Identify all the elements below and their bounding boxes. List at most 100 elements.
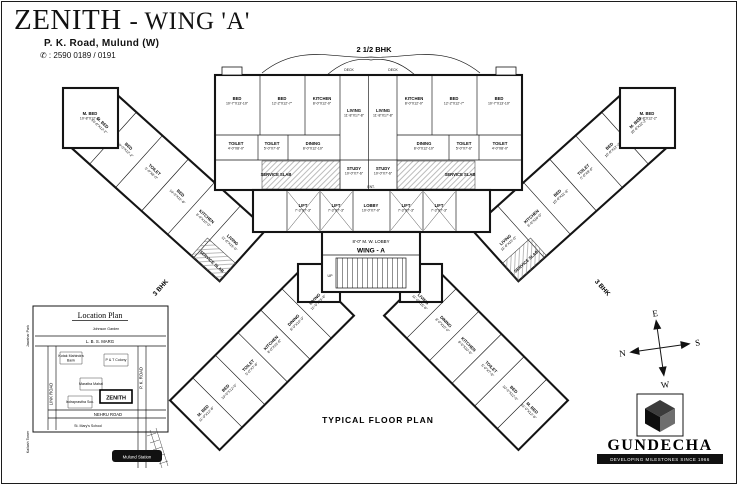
page-title: ZENITH - WING 'A' bbox=[14, 4, 250, 36]
compass-west: W bbox=[660, 379, 670, 390]
staircase bbox=[335, 257, 407, 289]
balcony-tab bbox=[495, 66, 517, 76]
road-label-nehru-road: NEHRU ROAD bbox=[94, 412, 122, 417]
inset-title: Location Plan bbox=[78, 311, 123, 320]
service-slab-hatch bbox=[191, 237, 237, 282]
compass-south: S bbox=[694, 337, 700, 348]
decorative-curve bbox=[261, 54, 481, 74]
room-label: SERVICE SLAB bbox=[261, 172, 292, 177]
zenith-marker-label: ZENITH bbox=[106, 396, 126, 402]
building-footprint bbox=[61, 54, 677, 452]
mw-lobby-label: 8'-0" M. W. LOBBY bbox=[352, 239, 389, 244]
road-label-link-road: LINK ROAD bbox=[49, 383, 54, 406]
room-label: P & T Colony bbox=[106, 358, 127, 362]
roads bbox=[35, 335, 166, 468]
phone-line: ✆ : 2590 0189 / 0191 bbox=[40, 51, 250, 60]
station-marker bbox=[112, 450, 162, 462]
service-slab-hatch bbox=[501, 237, 547, 282]
cube-right-face bbox=[660, 408, 675, 432]
deck-label: DECK bbox=[388, 68, 398, 72]
room-label: Jawahar Park bbox=[26, 325, 30, 347]
location-plan-inset: Location Plan L. B. S. MARG NEHRU ROAD L… bbox=[26, 305, 169, 469]
compass-north: N bbox=[618, 348, 626, 359]
cube-left-face bbox=[645, 408, 660, 432]
zenith-marker bbox=[99, 389, 133, 404]
unit-type-left: 3 BHK bbox=[152, 278, 170, 297]
tagline-band bbox=[597, 454, 723, 464]
room-label: Maratha Mahal bbox=[79, 382, 103, 386]
wing-title: - WING 'A' bbox=[129, 8, 250, 35]
lift-partitions bbox=[286, 190, 457, 232]
gundecha-logo: GUNDECHA DEVELOPING MILESTONES SINCE 196… bbox=[597, 393, 723, 464]
plan-caption: TYPICAL FLOOR PLAN bbox=[322, 415, 434, 425]
partition-lines bbox=[497, 111, 649, 259]
building-blocks bbox=[59, 351, 129, 409]
balcony-tab bbox=[221, 66, 243, 76]
railway-line bbox=[146, 427, 169, 469]
road-label-pk-road: P. K. ROAD bbox=[139, 367, 144, 389]
service-slab-hatch bbox=[396, 160, 476, 190]
station-label: Mulund Station bbox=[123, 455, 152, 460]
tower-upper-left bbox=[61, 86, 120, 150]
deck-curves bbox=[326, 59, 416, 76]
unit-type-top: 2 1/2 BHK bbox=[356, 45, 392, 54]
unit-type-right: 3 BHK bbox=[593, 278, 611, 297]
brand-name: GUNDECHA bbox=[607, 437, 712, 454]
title-block: ZENITH - WING 'A' P. K. Road, Mulund (W)… bbox=[14, 4, 250, 60]
room-label: St. Mary's School bbox=[74, 424, 102, 428]
partition-lines bbox=[192, 288, 332, 428]
entrance-label: ENT. bbox=[367, 185, 374, 189]
project-name: ZENITH bbox=[14, 4, 122, 36]
brand-tagline: DEVELOPING MILESTONES SINCE 1966 bbox=[610, 457, 710, 462]
up-label: UP bbox=[328, 274, 334, 278]
phone-icon: ✆ bbox=[40, 50, 47, 60]
cube-icon bbox=[645, 400, 675, 432]
compass-axes bbox=[636, 326, 684, 370]
phone-number: : 2590 0189 / 0191 bbox=[46, 50, 116, 60]
inset-border bbox=[32, 305, 169, 433]
compass-rose: E S W N bbox=[618, 308, 700, 390]
top-partitions bbox=[215, 75, 522, 190]
service-slab-hatch bbox=[261, 160, 341, 190]
top-block bbox=[213, 54, 524, 192]
lift-cross-marks bbox=[287, 191, 456, 231]
partition-lines bbox=[406, 288, 547, 429]
road-label-lbs-marg: L. B. S. MARG bbox=[86, 339, 115, 344]
room-label: Indraprastha Soc. bbox=[66, 400, 94, 404]
wing-label: WING - A bbox=[357, 248, 385, 255]
room-label: Johnson Garden bbox=[93, 327, 120, 331]
deck-label: DECK bbox=[344, 68, 354, 72]
compass-east: E bbox=[652, 308, 659, 319]
room-label: SERVICE SLAB bbox=[445, 172, 476, 177]
address-line: P. K. Road, Mulund (W) bbox=[44, 37, 160, 49]
